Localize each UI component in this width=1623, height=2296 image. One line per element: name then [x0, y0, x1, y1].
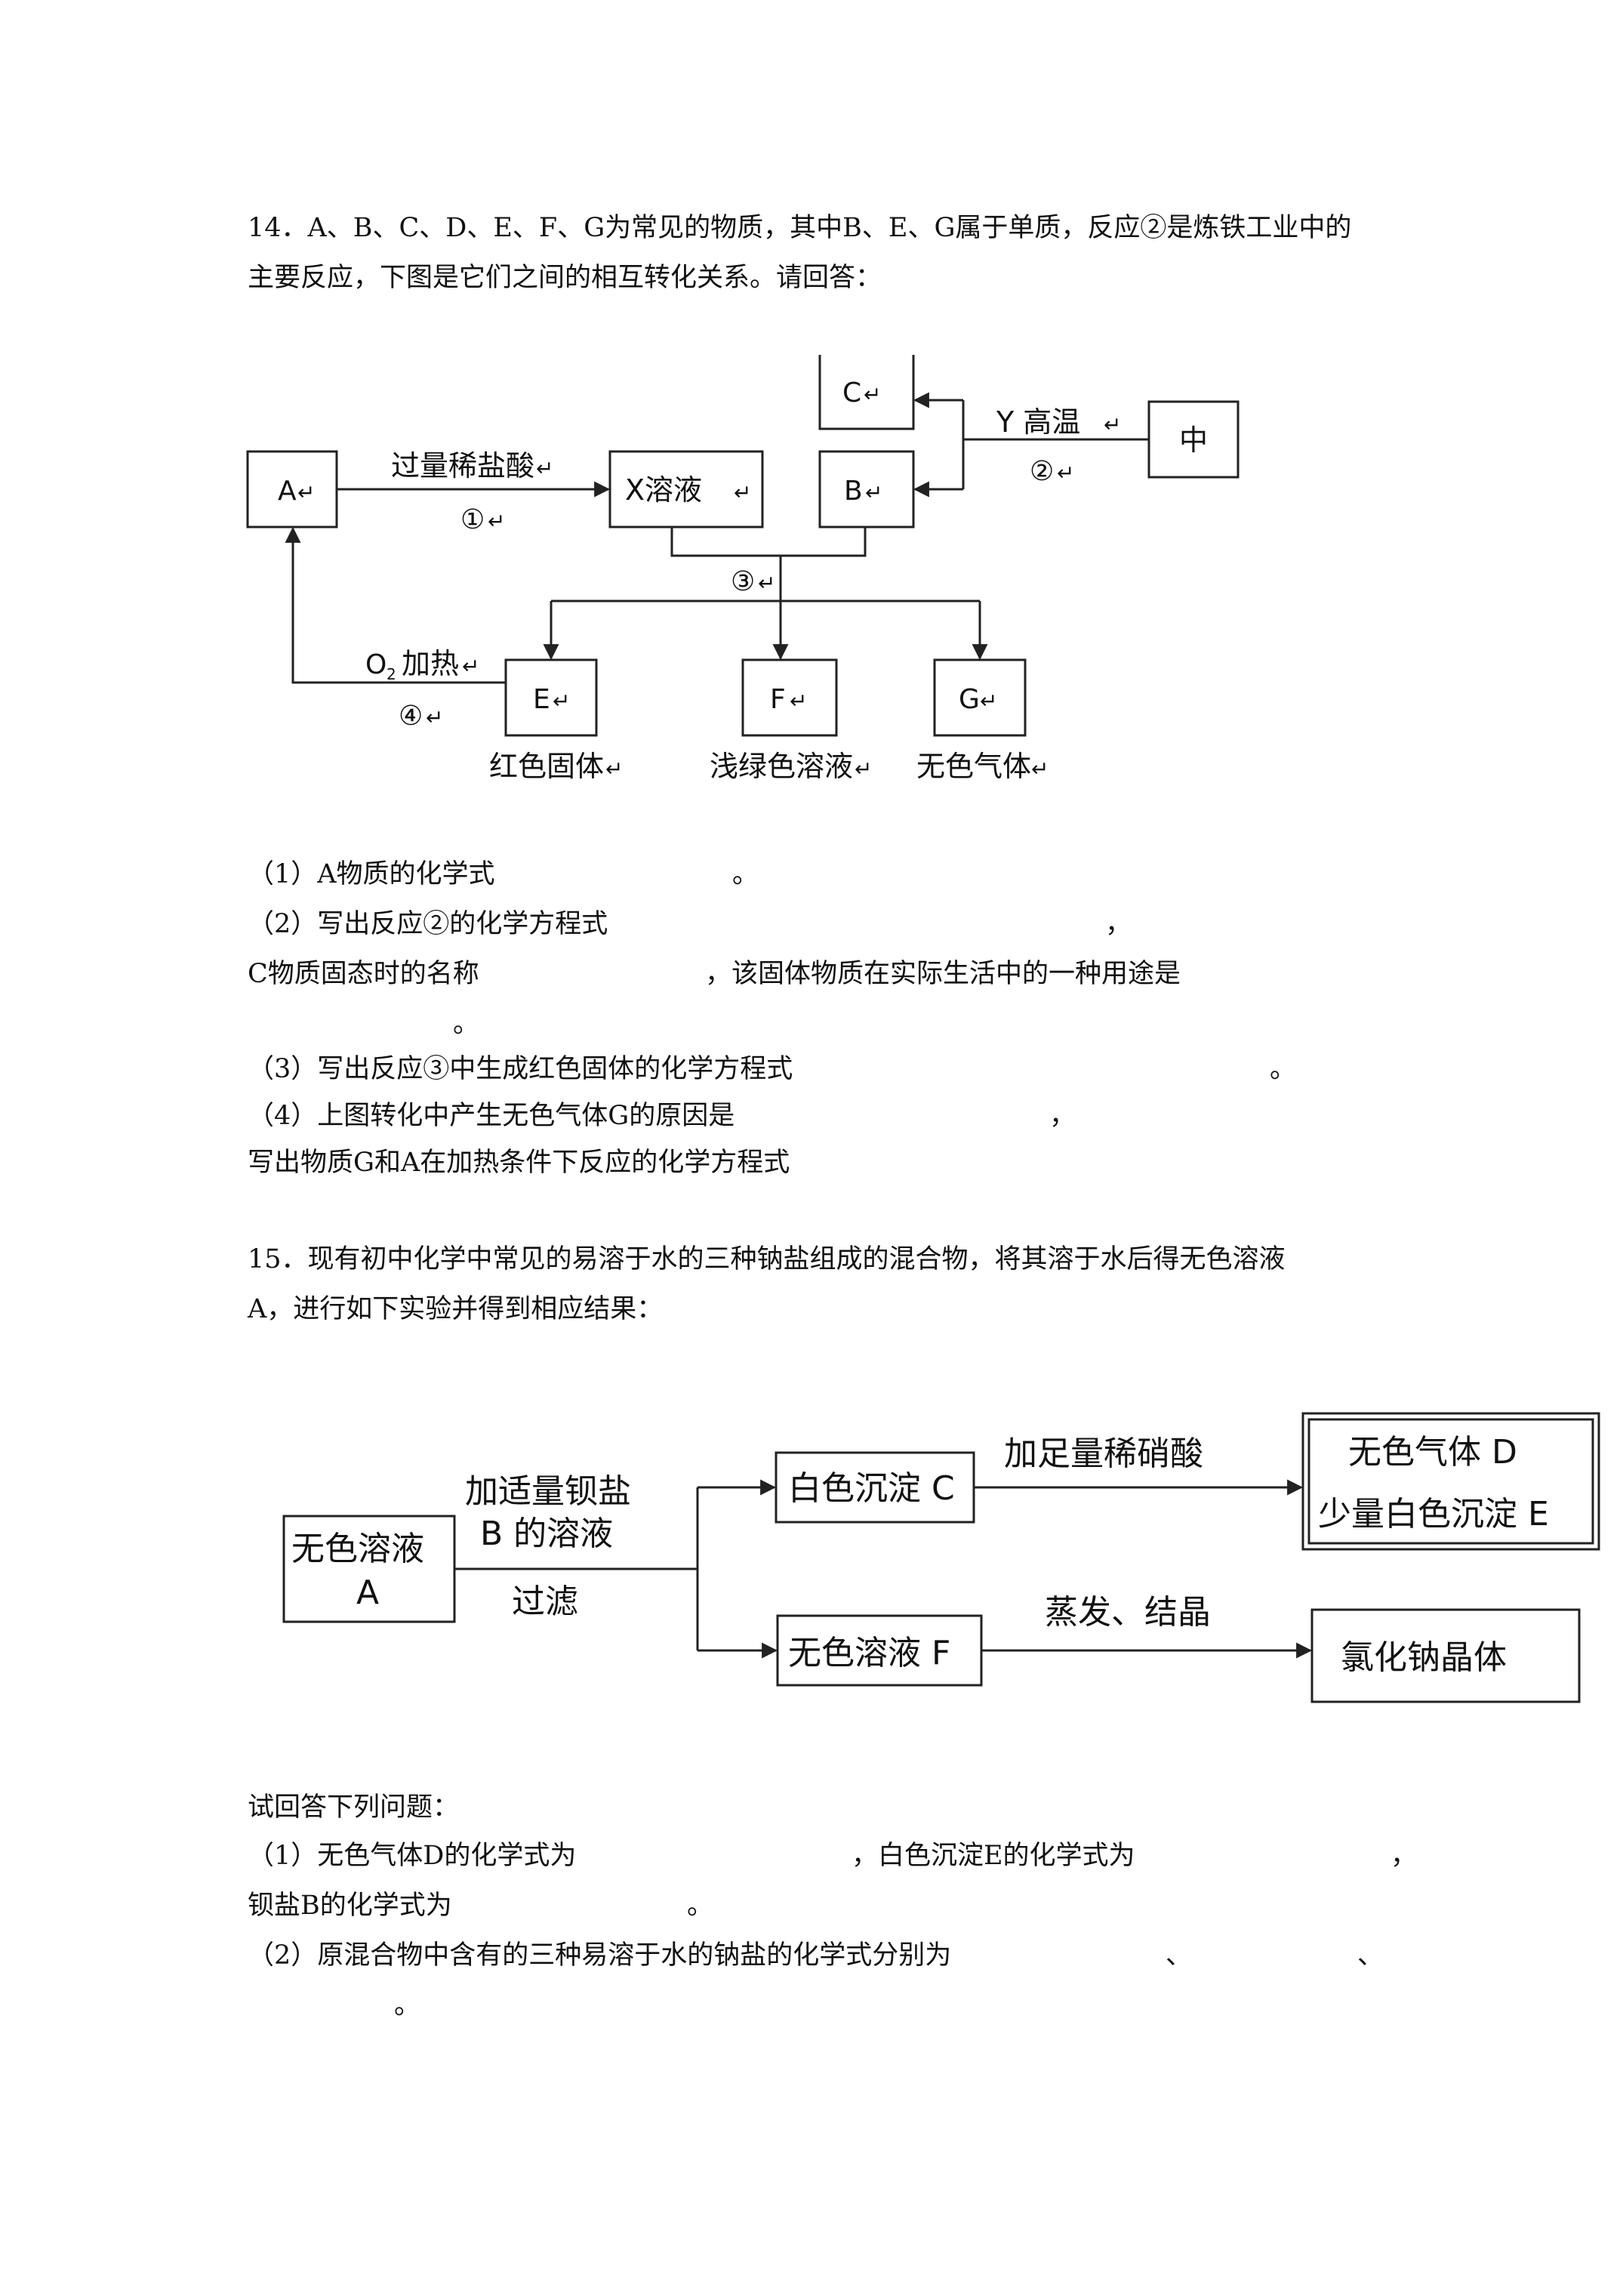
label-o2-subscript: 2	[387, 665, 396, 683]
box-products-inner	[1307, 1418, 1594, 1545]
q14-part2: （2）写出反应②的化学方程式 ，	[248, 908, 1132, 941]
box-zhong-label: 中	[1179, 424, 1208, 457]
box-x-solution	[608, 450, 764, 529]
q14-part3: （3）写出反应③中生成红色固体的化学方程式 。	[248, 1052, 1296, 1086]
label-colorless-gas: 无色气体	[916, 750, 1031, 783]
q14-part4-text: （4）上图转化中产生无色气体G的原因是	[248, 1101, 735, 1131]
label-excess-hcl: 过量稀盐酸	[391, 449, 534, 482]
label-reaction-3: ③	[731, 566, 755, 597]
q15-part2-end: 。	[394, 1990, 421, 2020]
q15-part2: （2）原混合物中含有的三种易溶于水的钠盐的化学式分别为 、 、	[248, 1939, 1384, 1972]
box-a-label: A	[278, 476, 297, 507]
q14-part1-text: （1）A物质的化学式	[248, 859, 495, 889]
box-c-label: 白色沉淀 C	[788, 1469, 955, 1508]
box-a-return: ↵	[297, 480, 315, 505]
box-g	[933, 658, 1027, 737]
label-light-green-solution: 浅绿色溶液	[710, 750, 853, 783]
label-evaporate-crystallize: 蒸发、结晶	[1045, 1593, 1211, 1632]
q15-part1: （1）无色气体D的化学式为 ，白色沉淀E的化学式为 ，	[248, 1839, 1417, 1872]
label-y-return: ↵	[1104, 412, 1121, 437]
q15-intro: 试回答下列问题：	[248, 1792, 460, 1823]
label-colorless-gas-return: ↵	[1031, 757, 1049, 781]
box-colorless-solution-a	[282, 1515, 456, 1623]
box-zhong	[1147, 400, 1240, 479]
q15-part1-end: ，	[1390, 1841, 1418, 1871]
q15-flow-diagram: 无色溶液 A 加适量钡盐 B 的溶液 过滤 白色沉淀 C 加足量稀硝酸 无色气体…	[282, 1412, 1600, 1703]
label-y-high-temp: Y 高温	[996, 405, 1080, 439]
q15-part1b-text: 钡盐B的化学式为	[248, 1891, 452, 1921]
q14-flow-diagram: A ↵ X溶液 ↵ B ↵ C ↵ 中 E ↵ F ↵ G ↵ 过量稀盐酸 ↵ …	[246, 355, 1240, 783]
label-red-solid-return: ↵	[605, 757, 623, 781]
q15-part2-text: （2）原混合物中含有的三种易溶于水的钠盐的化学式分别为	[248, 1940, 952, 1971]
label-light-green-return: ↵	[855, 757, 872, 781]
box-nacl-label: 氯化钠晶体	[1341, 1638, 1507, 1677]
q14-part2b-mid: ，该固体物质在实际生活中的一种用途是	[705, 959, 1181, 989]
box-c-return: ↵	[864, 382, 881, 407]
box-e-label: E	[533, 684, 550, 715]
box-a-line2: A	[356, 1573, 379, 1612]
label-add-nitric-acid: 加足量稀硝酸	[1004, 1435, 1203, 1473]
label-o2: O	[365, 649, 387, 680]
label-add-barium-salt: 加适量钡盐	[465, 1472, 631, 1511]
label-reaction-1: ①	[460, 504, 485, 535]
box-f-label: 无色溶液 F	[788, 1634, 950, 1672]
q15-stem-line2: A，进行如下实验并得到相应结果：	[248, 1294, 664, 1324]
q14-part2b: C物质固态时的名称 ，该固体物质在实际生活中的一种用途是	[248, 957, 1181, 991]
box-colorless-solution-f	[776, 1614, 983, 1687]
box-e-return: ↵	[553, 689, 570, 713]
q14-part2b-end: 。	[453, 1009, 480, 1039]
box-nacl-crystal	[1310, 1608, 1581, 1703]
q15-part2-sep1: 、	[1166, 1940, 1193, 1971]
box-a-line1: 无色溶液	[291, 1530, 424, 1568]
box-c	[818, 355, 915, 430]
q14-part1-end: 。	[732, 859, 759, 889]
box-x-return: ↵	[734, 480, 751, 505]
label-b-solution: B 的溶液	[480, 1515, 613, 1553]
box-f-label: F	[770, 684, 786, 715]
label-filter: 过滤	[512, 1583, 578, 1621]
box-b-return: ↵	[865, 480, 882, 505]
label-reaction-3-return: ↵	[758, 571, 775, 596]
q15-part1-text: （1）无色气体D的化学式为	[248, 1841, 577, 1871]
q14-stem-line1: 14．A、B、C、D、E、F、G为常见的物质，其中B、E、G属于单质，反应②是炼…	[248, 213, 1352, 243]
q15-part1b: 钡盐B的化学式为 。	[248, 1889, 713, 1922]
label-reaction-4-return: ↵	[426, 705, 443, 730]
q15-stem-line1: 15．现有初中化学中常见的易溶于水的三种钠盐组成的混合物，将其溶于水后得无色溶液	[248, 1244, 1286, 1274]
q14-part4b: 写出物质G和A在加热条件下反应的化学方程式	[248, 1148, 790, 1178]
q14-stem-line2: 主要反应，下图是它们之间的相互转化关系。请回答：	[248, 263, 882, 293]
box-a	[246, 450, 338, 529]
box-b	[818, 450, 915, 529]
label-red-solid: 红色固体	[489, 750, 604, 783]
q14-part2-end: ，	[1105, 909, 1132, 939]
q14-part1: （1）A物质的化学式 。	[248, 858, 759, 891]
box-c-label: C	[842, 378, 861, 408]
box-e-label: 少量白色沉淀 E	[1318, 1495, 1549, 1533]
line-reaction-3-join	[670, 527, 867, 557]
q14-part3-text: （3）写出反应③中生成红色固体的化学方程式	[248, 1054, 793, 1084]
box-e	[504, 658, 598, 737]
box-f	[741, 658, 838, 737]
box-f-return: ↵	[790, 689, 807, 713]
box-g-return: ↵	[980, 689, 997, 713]
q15-part1b-end: 。	[687, 1891, 714, 1921]
label-heat: 加热	[402, 647, 459, 680]
arrow-reaction-4	[285, 526, 506, 684]
q14-part4-end: ，	[1049, 1101, 1076, 1131]
label-excess-hcl-return: ↵	[536, 456, 553, 481]
box-b-label: B	[844, 476, 863, 507]
q14-part3-end: 。	[1270, 1054, 1297, 1084]
q14-part2-text: （2）写出反应②的化学方程式	[248, 909, 608, 939]
q15-part1-mid: ，白色沉淀E的化学式为	[852, 1841, 1135, 1871]
label-reaction-2: ②	[1030, 456, 1054, 487]
q14-part4: （4）上图转化中产生无色气体G的原因是 ，	[248, 1099, 1076, 1133]
box-x-label: X溶液	[625, 473, 702, 507]
label-reaction-2-return: ↵	[1057, 461, 1074, 485]
box-g-label: G	[959, 684, 980, 715]
label-heat-return: ↵	[462, 654, 479, 679]
label-reaction-4: ④	[399, 701, 423, 732]
q14-part2b-text: C物质固态时的名称	[248, 959, 479, 989]
label-reaction-1-return: ↵	[488, 509, 505, 534]
box-d-label: 无色气体 D	[1348, 1433, 1517, 1472]
q15-part2-sep2: 、	[1357, 1940, 1384, 1971]
